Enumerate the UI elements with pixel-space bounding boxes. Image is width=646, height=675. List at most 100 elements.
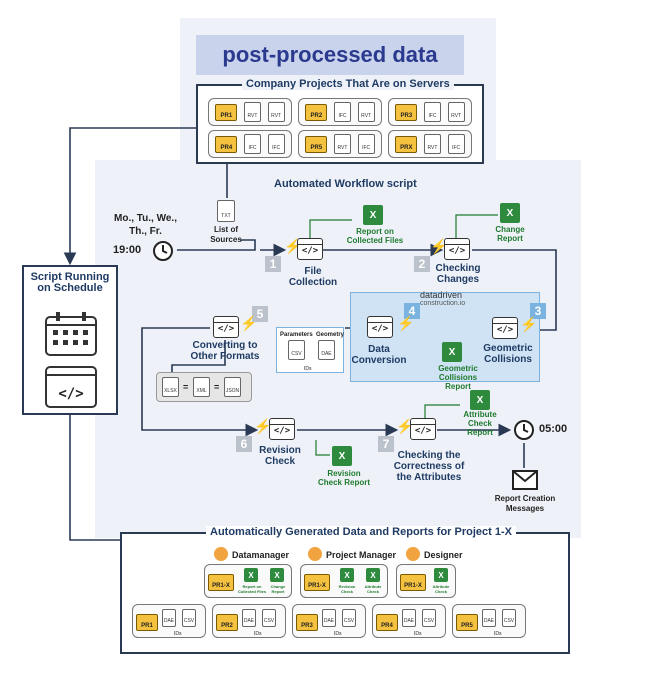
ids-label: IDs	[254, 631, 262, 637]
xml-file-icon: XML	[193, 377, 210, 397]
file-icon: RVT	[423, 134, 441, 154]
page-title: post-processed data	[196, 35, 464, 75]
csv-file-icon: CSV	[262, 609, 276, 627]
code-icon: </>	[492, 317, 518, 339]
role-designer: Designer	[424, 550, 463, 560]
step-number: 1	[265, 256, 281, 272]
project-folder-icon: PR5	[456, 614, 478, 631]
dae-file-icon: DAE	[482, 609, 496, 627]
person-icon	[406, 547, 420, 561]
server-group-pr5: PR5 RVT IFC	[298, 130, 382, 158]
bolt-icon: ⚡	[397, 315, 415, 331]
csv-file-icon: CSV	[342, 609, 356, 627]
role-report: Attribute Check	[432, 584, 450, 594]
report-collected-files: Report on Collected Files	[346, 227, 404, 245]
excel-icon: X	[442, 342, 462, 362]
csv-file-icon: CSV	[288, 340, 305, 360]
file-icon: IFC	[333, 102, 351, 122]
txt-file-icon: TXT	[217, 200, 235, 222]
clock-icon	[153, 241, 173, 261]
equals-sign: =	[183, 382, 189, 392]
file-icon: RVT	[243, 102, 261, 122]
code-icon: </>	[410, 418, 436, 440]
role-project-manager: Project Manager	[326, 550, 397, 560]
report-geometric-collisions: Geometric Collisions Report	[438, 364, 478, 391]
schedule-title: Script Running on Schedule	[30, 271, 110, 294]
report-creation-messages: Report Creation Messages	[494, 494, 556, 513]
role-report: Revision Check	[338, 584, 356, 594]
excel-icon: X	[434, 568, 448, 582]
role-report: Attribute Check	[364, 584, 382, 594]
step-label-converting-formats: Converting to Other Formats	[190, 340, 260, 362]
project-folder-icon: PR1	[136, 614, 158, 631]
ids-label: IDs	[334, 631, 342, 637]
json-file-icon: JSON	[224, 377, 241, 397]
csv-file-icon: CSV	[182, 609, 196, 627]
list-of-sources-label: List of Sources	[210, 225, 242, 244]
file-icon: RVT	[357, 102, 375, 122]
server-group-pr3: PR3 IFC RVT	[388, 98, 472, 126]
person-icon	[214, 547, 228, 561]
step-label-geometric-collisions: Geometric Collisions	[483, 343, 533, 365]
bolt-icon: ⚡	[240, 315, 258, 331]
role-report: Change Report	[270, 584, 286, 594]
step-number: 7	[378, 436, 394, 452]
ids-label: IDs	[414, 631, 422, 637]
file-icon: RVT	[267, 102, 285, 122]
project-folder-icon: PR4	[376, 614, 398, 631]
step-label-revision-check: Revision Check	[259, 445, 301, 467]
step-number: 4	[404, 303, 420, 319]
code-icon: </>	[213, 316, 239, 338]
project-folder-icon: PRX	[395, 135, 418, 153]
xlsx-file-icon: XLSX	[162, 377, 179, 397]
calendar-icon	[45, 312, 97, 356]
excel-icon: X	[332, 446, 352, 466]
dae-file-icon: DAE	[402, 609, 416, 627]
step-number: 3	[530, 303, 546, 319]
dae-file-icon: DAE	[242, 609, 256, 627]
step-number: 2	[414, 256, 430, 272]
project-folder-icon: PR2	[216, 614, 238, 631]
server-group-pr1: PR1 RVT RVT	[208, 98, 292, 126]
start-time: 19:00	[113, 244, 142, 256]
excel-icon: X	[340, 568, 354, 582]
script-code-icon: </>	[45, 366, 97, 408]
file-icon: IFC	[447, 134, 465, 154]
project-folder-icon: PR3	[296, 614, 318, 631]
bolt-icon: ⚡	[430, 238, 448, 254]
report-attribute-check: Attribute Check Report	[463, 410, 497, 437]
file-icon: IFC	[243, 134, 261, 154]
report-change: Change Report	[495, 225, 525, 243]
step-label-checking-changes: Checking Changes	[435, 263, 481, 285]
dae-file-icon: DAE	[162, 609, 176, 627]
equals-sign: =	[214, 382, 220, 392]
code-icon: </>	[297, 238, 323, 260]
excel-icon: X	[244, 568, 258, 582]
dae-file-icon: DAE	[318, 340, 335, 360]
envelope-icon	[512, 470, 538, 490]
project-folder-icon: PR3	[395, 103, 418, 121]
logo-line-1: datadriven	[420, 290, 463, 300]
ids-label: IDs	[304, 366, 312, 372]
svg-text:</>: </>	[58, 386, 83, 402]
servers-title: Company Projects That Are on Servers	[242, 78, 454, 90]
project-folder-icon: PR2	[305, 103, 328, 121]
excel-icon: X	[470, 390, 490, 410]
file-icon: IFC	[423, 102, 441, 122]
code-icon: </>	[367, 316, 393, 338]
clock-icon	[514, 420, 534, 440]
schedule-days: Mo., Tu., We., Th., Fr.	[114, 213, 177, 237]
excel-icon: X	[366, 568, 380, 582]
params-label: Parameters	[280, 332, 313, 338]
csv-file-icon: CSV	[502, 609, 516, 627]
server-group-prx: PRX RVT IFC	[388, 130, 472, 158]
bolt-icon: ⚡	[254, 418, 272, 434]
role-report: Report on Collected Files	[237, 584, 267, 594]
person-icon	[308, 547, 322, 561]
step-label-file-collection: File Collection	[288, 266, 338, 288]
excel-icon: X	[363, 205, 383, 225]
code-icon: </>	[269, 418, 295, 440]
project-folder-icon: PR4	[215, 135, 238, 153]
excel-icon: X	[500, 203, 520, 223]
